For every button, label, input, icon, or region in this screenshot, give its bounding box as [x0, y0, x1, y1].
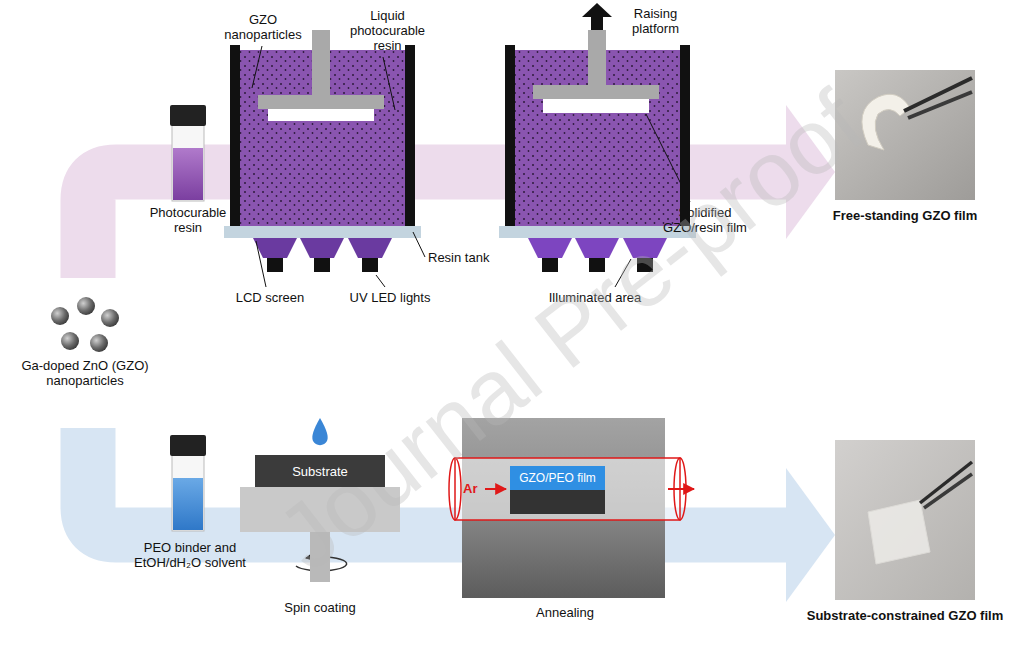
photo-frame: Free-standing GZO film	[835, 70, 975, 200]
gas-label: Ar	[463, 481, 485, 496]
box-text: Substrate	[292, 464, 348, 479]
part-label: Resin tank	[428, 250, 508, 265]
box-text: GZO/PEO film	[519, 471, 596, 485]
step-label: Annealing	[515, 605, 615, 620]
part-label: Solidified GZO/resin film	[655, 205, 755, 235]
substrate-box: Substrate	[255, 455, 385, 487]
watermark: Journal Pre-proof	[262, 75, 879, 585]
part-label: Raising platform	[618, 6, 693, 36]
material-label: Photocurable resin	[143, 205, 233, 235]
material-label: Ga-doped ZnO (GZO) nanoparticles	[10, 358, 160, 388]
step-label: Spin coating	[270, 600, 370, 615]
part-label: Liquid photocurable resin	[345, 8, 430, 53]
part-label: GZO nanoparticles	[218, 12, 308, 42]
part-label: Illuminated area	[540, 290, 650, 305]
photo-frame: Substrate-constrained GZO film	[835, 440, 975, 600]
part-label: UV LED lights	[340, 290, 440, 305]
film-box: GZO/PEO film	[510, 466, 605, 490]
part-label: LCD screen	[225, 290, 315, 305]
material-label: PEO binder and EtOH/dH₂O solvent	[115, 540, 265, 570]
photo-caption: Free-standing GZO film	[833, 208, 977, 223]
photo-caption: Substrate-constrained GZO film	[807, 608, 1003, 623]
